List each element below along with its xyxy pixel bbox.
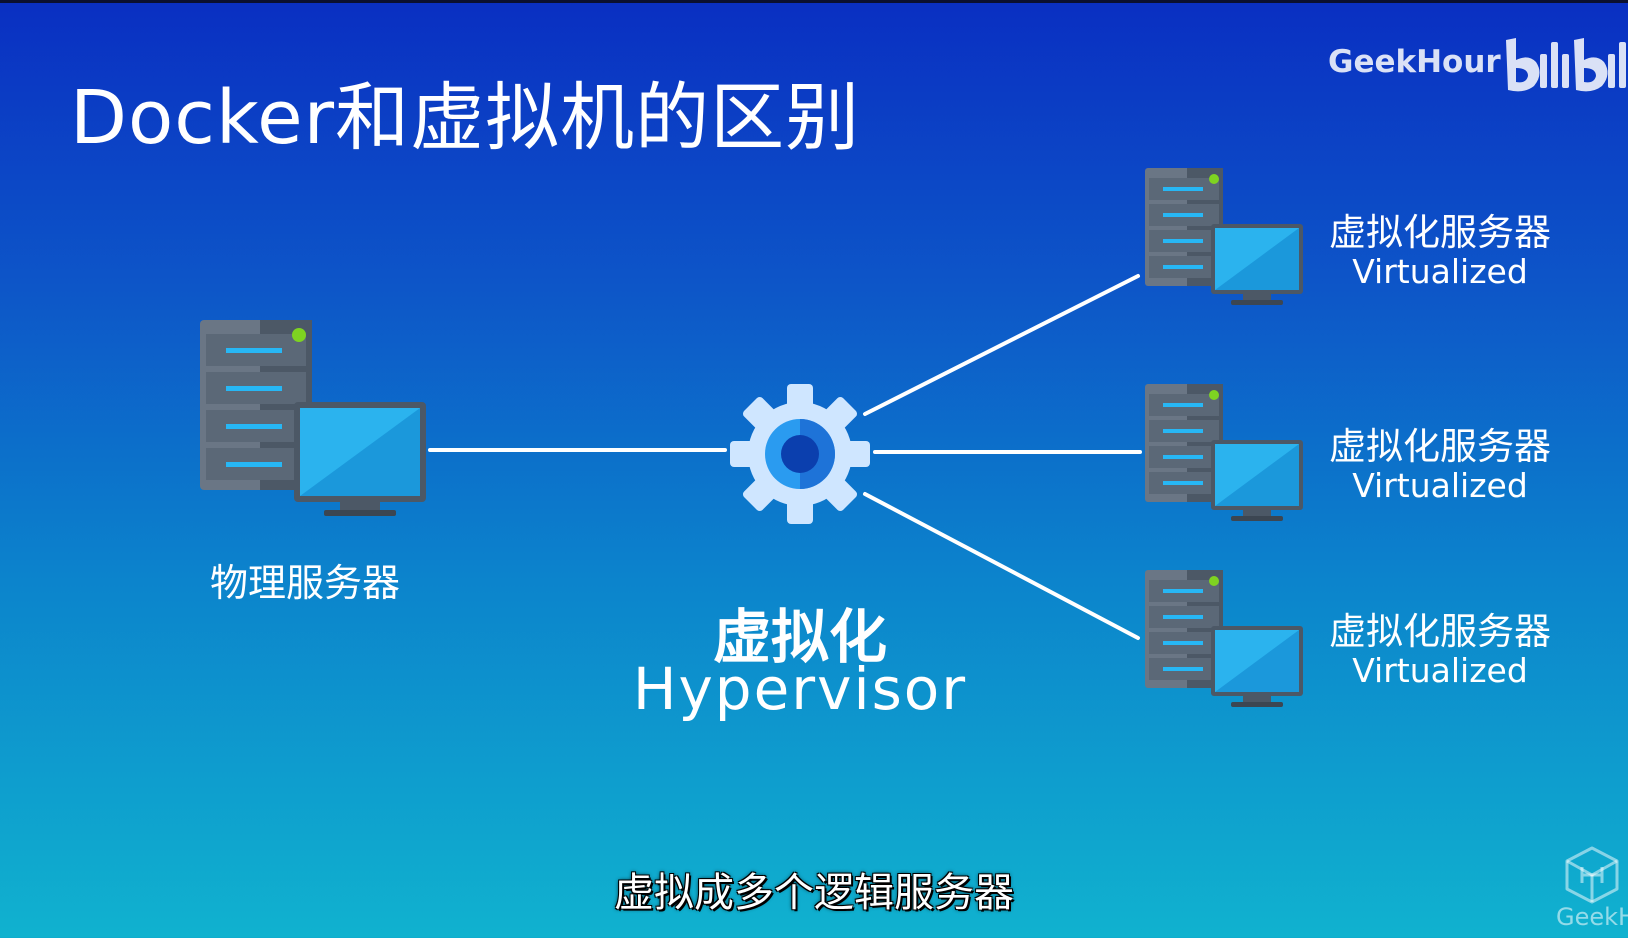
hypervisor-label-cn: 虚拟化 [712,603,887,671]
line-hypervisor-to-vm-1 [863,274,1140,416]
gear-icon [730,384,870,524]
virtual-server-label-3: 虚拟化服务器 Virtualized [1315,611,1565,689]
virtual-server-label-cn: 虚拟化服务器 [1329,211,1551,254]
virtual-server-icon-1 [1145,168,1303,305]
virtual-server-label-cn: 虚拟化服务器 [1329,425,1551,468]
line-hypervisor-to-vm-3 [863,492,1140,640]
physical-server-label: 物理服务器 [210,561,401,605]
virtual-server-label-en: Virtualized [1352,651,1528,690]
cube-logo-icon [1565,846,1619,904]
virtual-server-label-2: 虚拟化服务器 Virtualized [1315,426,1565,504]
video-subtitle: 虚拟成多个逻辑服务器 [614,870,1014,916]
corner-logo-text: GeekHo [1556,903,1628,931]
hypervisor-label-en: Hypervisor [632,655,968,723]
virtual-server-icon-3 [1145,570,1303,707]
bilibili-logo-icon [1506,38,1626,92]
virtual-server-label-1: 虚拟化服务器 Virtualized [1315,212,1565,290]
top-border [0,0,1628,3]
virtual-server-icon-2 [1145,384,1303,521]
watermark-text: GeekHour [1328,44,1501,80]
corner-logo: GeekHo [1528,845,1628,938]
virtual-server-label-cn: 虚拟化服务器 [1329,610,1551,653]
virtual-server-label-en: Virtualized [1352,252,1528,291]
physical-server-icon [200,320,426,516]
virtual-server-label-en: Virtualized [1352,466,1528,505]
slide-title: Docker和虚拟机的区别 [70,75,861,161]
watermark: GeekHour [1328,30,1628,100]
